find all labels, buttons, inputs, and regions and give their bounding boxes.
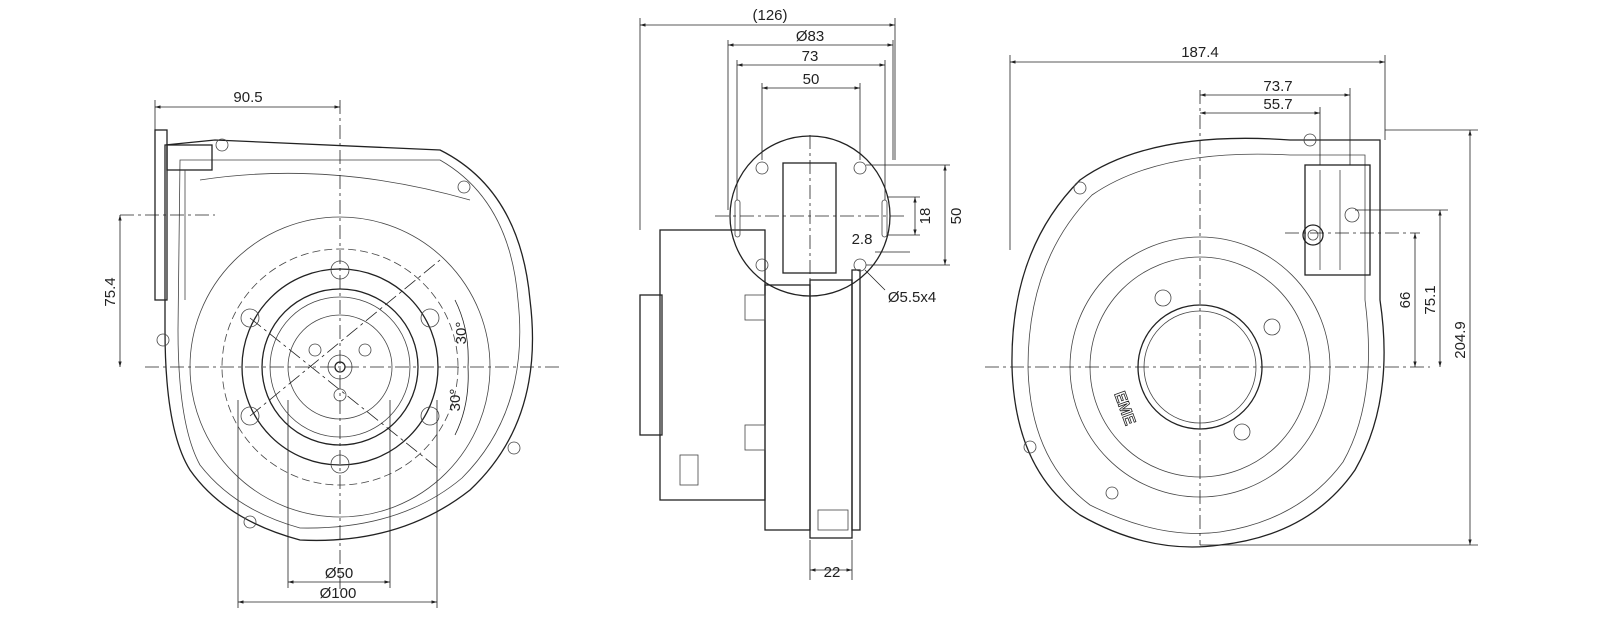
dim-height-label: 204.9 [1452,321,1469,359]
dim-outlet-inner-label: 55.7 [1263,96,1292,113]
dim-66-label: 66 [1397,292,1414,309]
dim-outer-dia-label: Ø100 [320,585,357,602]
dim-hole-spacing-label: 50 [803,71,820,88]
dim-holes-label: Ø5.5x4 [888,289,936,306]
front-view-left: 90.5 75.4 30° 30° Ø50 Ø100 [102,89,560,608]
angle-bottom-label: 30° [447,389,464,412]
dim-slot-length-label: 18 [917,208,934,225]
dim-inner-dia-label: Ø50 [325,565,353,582]
dim-75-1-label: 75.1 [1422,285,1439,314]
dim-width-label: 187.4 [1181,44,1219,61]
dim-flange-dia-label: Ø83 [796,28,824,45]
dim-slot-width-label: 2.8 [852,231,873,248]
dim-width-label: 90.5 [233,89,262,106]
dim-overall-label: (126) [752,7,787,24]
angle-top-label: 30° [453,322,470,345]
side-view: (126) Ø83 73 50 18 50 2.8 Ø5.5x4 22 [639,7,965,581]
dim-vertical-spacing-label: 50 [948,208,965,225]
dim-73-label: 73 [802,48,819,65]
dim-height-label: 75.4 [102,277,119,306]
rear-view-right: EME 187.4 73.7 55.7 66 75.1 204.9 [985,44,1478,548]
dim-outlet-outer-label: 73.7 [1263,78,1292,95]
brand-logo: EME [1110,389,1138,428]
dim-depth-label: 22 [824,564,841,581]
